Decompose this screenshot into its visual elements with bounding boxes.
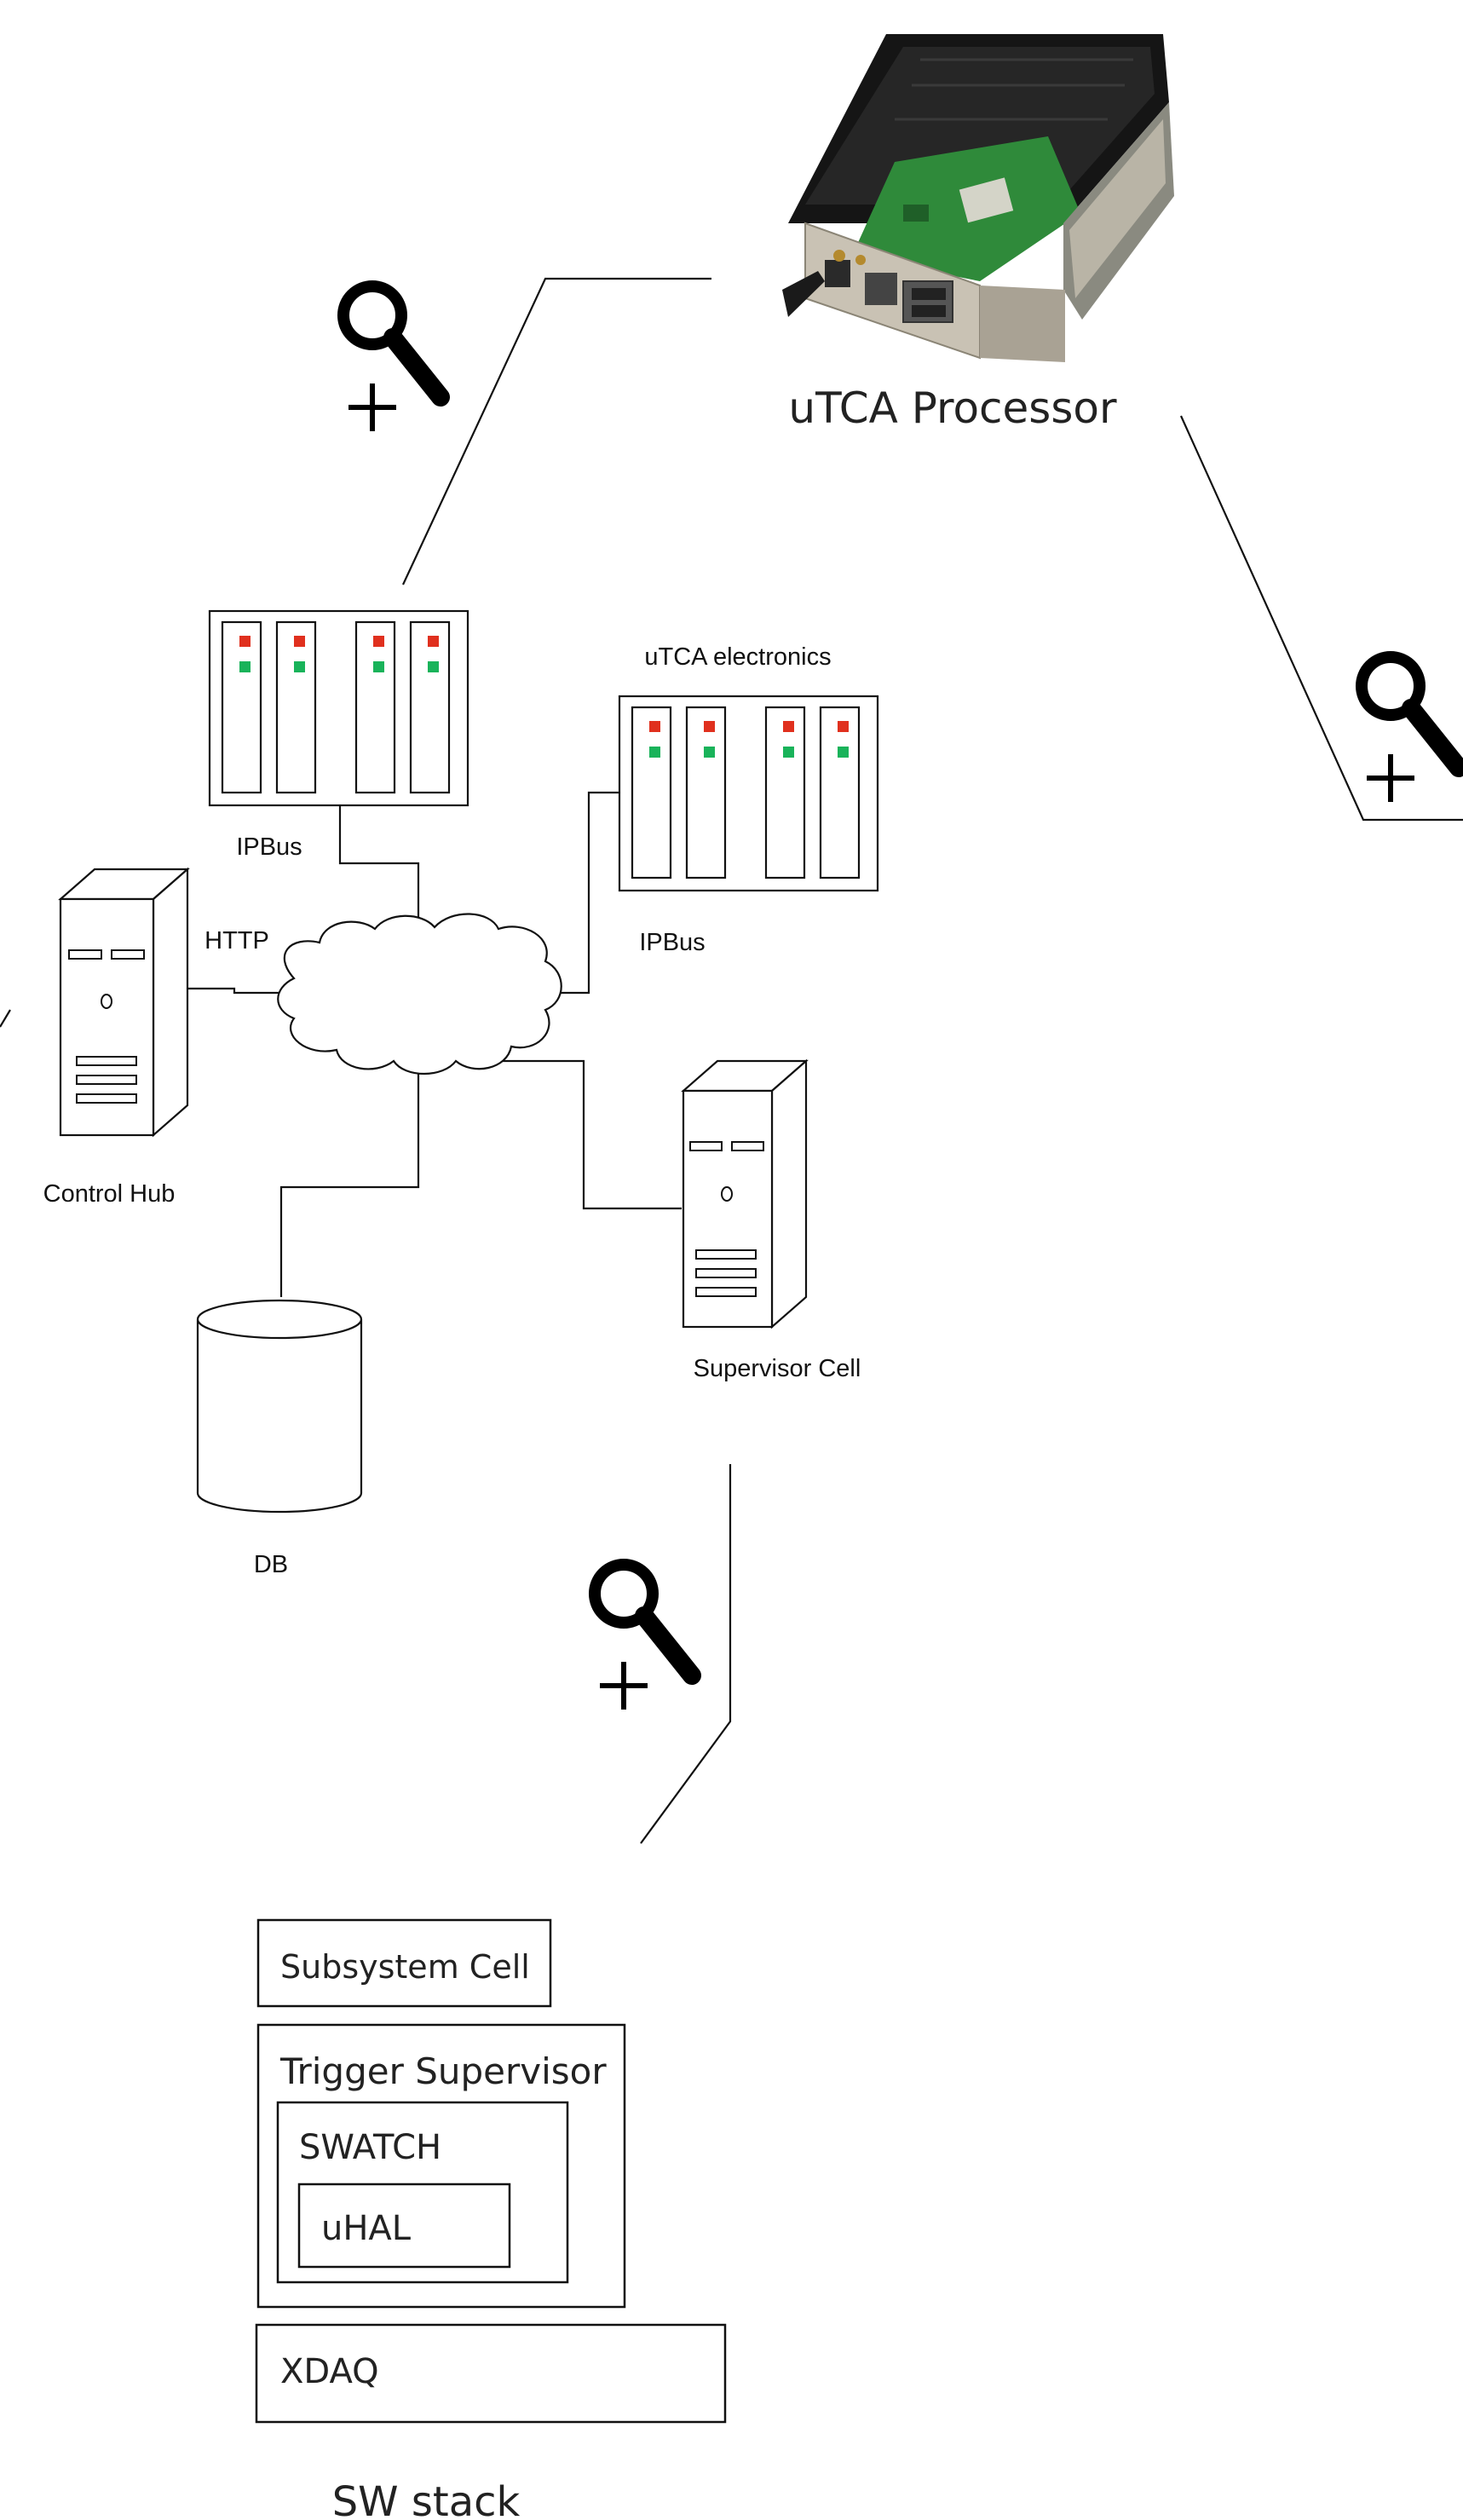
processor-board-image xyxy=(782,34,1174,362)
ipbus-label-left: IPBus xyxy=(236,833,302,861)
processor-label: uTCA Processor xyxy=(788,383,1117,433)
subsystem-cell-box xyxy=(256,1918,552,2008)
zoom-in-icon[interactable] xyxy=(1356,651,1463,802)
xdaq-label: XDAQ xyxy=(280,2352,379,2391)
swatch-label: SWATCH xyxy=(299,2128,441,2167)
utca-crate-icon xyxy=(208,609,469,807)
sw-stack: Subsystem Cell Trigger Supervisor SWATCH… xyxy=(255,1918,727,2424)
server-tower-icon xyxy=(681,1058,809,1329)
zoom-in-icon[interactable] xyxy=(337,280,450,431)
uhal-box xyxy=(297,2183,511,2269)
zoom-in-icon[interactable] xyxy=(589,1559,701,1710)
http-label: HTTP xyxy=(204,927,269,954)
network-cloud-icon xyxy=(277,913,562,1075)
supervisor-cell-label: Supervisor Cell xyxy=(694,1355,861,1382)
network-links xyxy=(187,791,682,1297)
uhal-label: uHAL xyxy=(321,2209,412,2248)
control-hub-label: Control Hub xyxy=(43,1180,176,1208)
utca-crate-icon xyxy=(618,695,879,892)
ipbus-label-right: IPBus xyxy=(639,929,705,956)
database-cylinder-icon xyxy=(196,1299,363,1514)
trigger-supervisor-label: Trigger Supervisor xyxy=(279,2050,607,2092)
server-tower-icon xyxy=(58,867,190,1138)
callout-lines xyxy=(0,277,1463,1844)
utca-electronics-label: uTCA electronics xyxy=(644,643,831,671)
db-label: DB xyxy=(254,1551,288,1578)
xdaq-box xyxy=(255,2323,727,2424)
sw-stack-caption: SW stack xyxy=(332,2478,521,2520)
subsystem-cell-label: Subsystem Cell xyxy=(280,1948,530,1986)
